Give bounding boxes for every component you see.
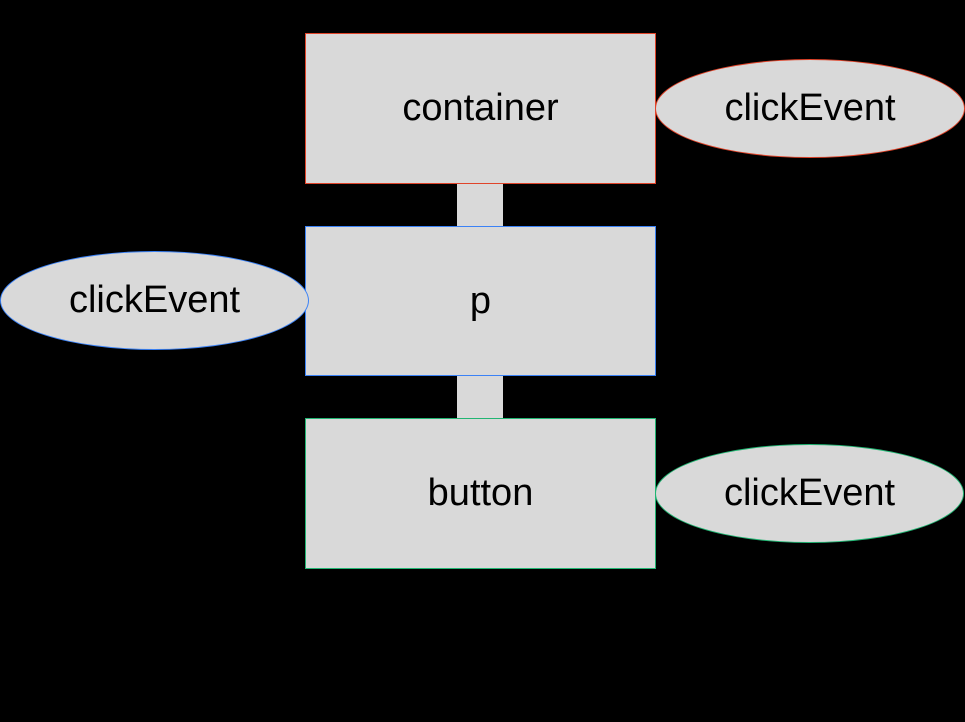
button-node-label: button <box>427 472 534 514</box>
p-node-label: p <box>469 279 492 322</box>
container-node-label: container <box>402 87 559 129</box>
button-click-event: clickEvent <box>655 444 964 543</box>
p-click-event-label: clickEvent <box>68 279 241 321</box>
container-node: container <box>305 33 656 184</box>
connector-container-p <box>457 183 503 228</box>
p-node: p <box>305 226 656 376</box>
button-node: button <box>305 418 656 569</box>
container-click-event-label: clickEvent <box>724 87 896 129</box>
button-click-event-label: clickEvent <box>723 472 896 514</box>
connector-p-button <box>457 375 503 420</box>
container-click-event: clickEvent <box>655 59 965 158</box>
p-click-event: clickEvent <box>0 251 309 350</box>
